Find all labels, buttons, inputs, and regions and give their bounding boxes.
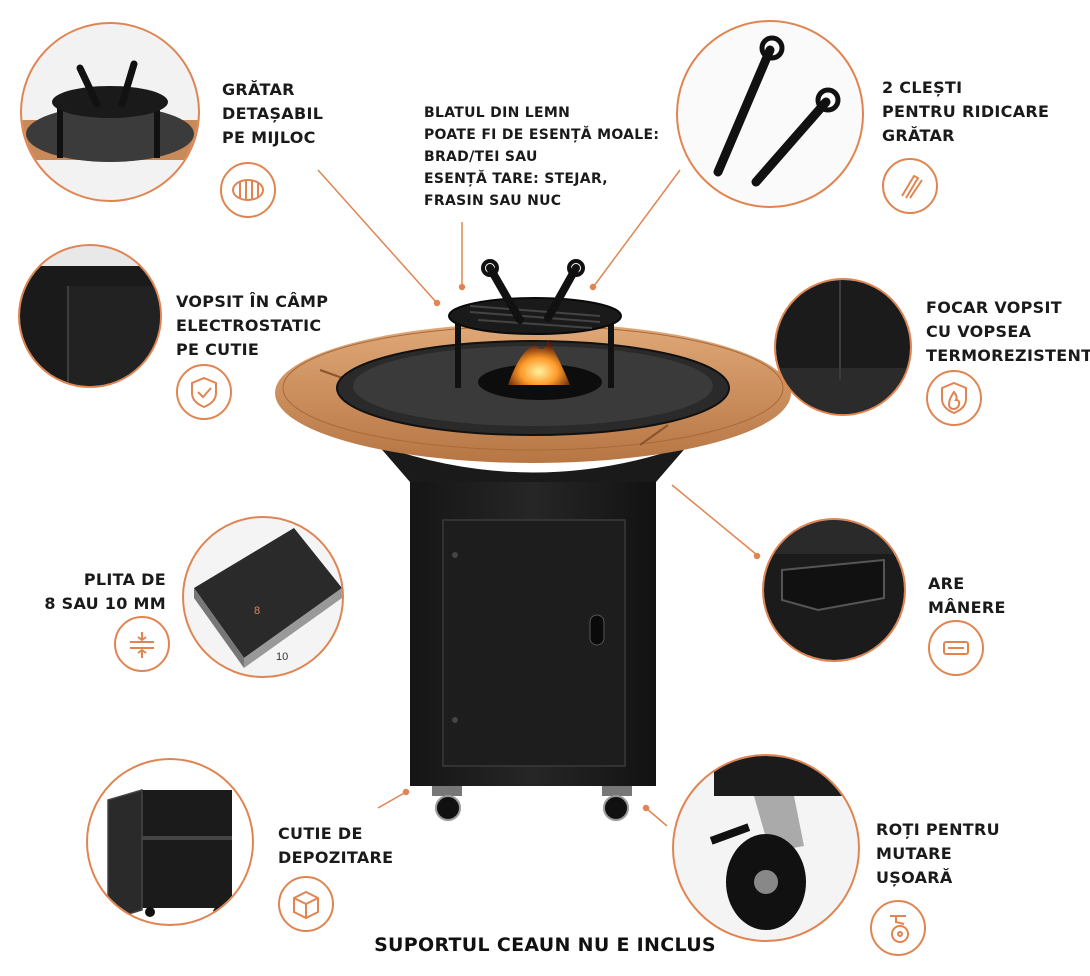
caster-wheel-photo (672, 754, 860, 942)
thickness-8-label: 8 (254, 605, 260, 617)
tongs-icon (882, 158, 938, 214)
tongs-detail-photo (676, 20, 864, 208)
storage-box-photo (86, 758, 254, 926)
box-icon (278, 876, 334, 932)
electrostatic-paint-photo (18, 244, 162, 388)
handles-photo (762, 518, 906, 662)
footer-note: SUPORTUL CEAUN NU E INCLUS (374, 934, 716, 956)
caster-wheel-icon (870, 900, 926, 956)
firebox-photo (774, 278, 912, 416)
handle-icon (928, 620, 984, 676)
thickness-icon (114, 616, 170, 672)
shield-check-icon (176, 364, 232, 420)
thickness-10-label: 10 (276, 651, 288, 663)
plate-thickness-photo: 8 10 (182, 516, 344, 678)
fire-shield-icon (926, 370, 982, 426)
grate-detail-photo (20, 22, 200, 202)
grill-grate-icon (220, 162, 276, 218)
